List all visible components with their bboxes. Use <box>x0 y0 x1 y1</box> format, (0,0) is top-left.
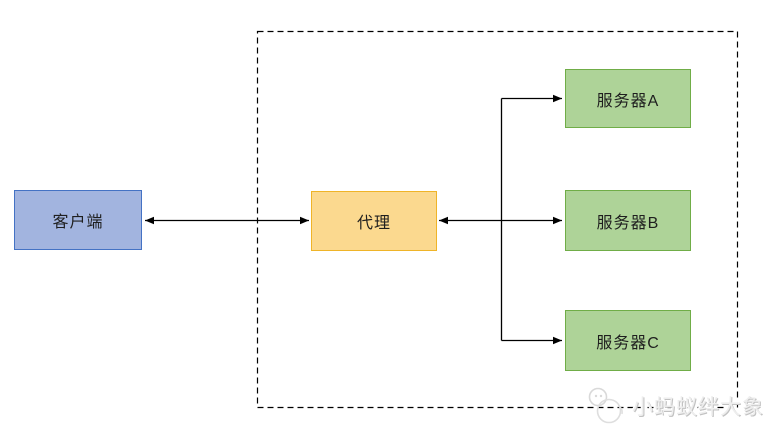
node-server-b-label: 服务器B <box>596 214 660 232</box>
node-client-label: 客户端 <box>52 214 104 231</box>
watermark-text: 小蚂蚁绊大象 <box>632 396 764 419</box>
watermark-logo-icon <box>588 387 623 424</box>
node-server-c: 服务器C <box>565 310 691 371</box>
watermark: 小蚂蚁绊大象 <box>585 386 764 426</box>
node-client: 客户端 <box>14 190 142 250</box>
node-server-c-label: 服务器C <box>596 334 660 352</box>
node-proxy-label: 代理 <box>356 215 391 232</box>
node-server-a-label: 服务器A <box>596 92 660 110</box>
node-proxy: 代理 <box>311 191 437 251</box>
node-server-a: 服务器A <box>565 69 691 128</box>
node-server-b: 服务器B <box>565 190 691 251</box>
